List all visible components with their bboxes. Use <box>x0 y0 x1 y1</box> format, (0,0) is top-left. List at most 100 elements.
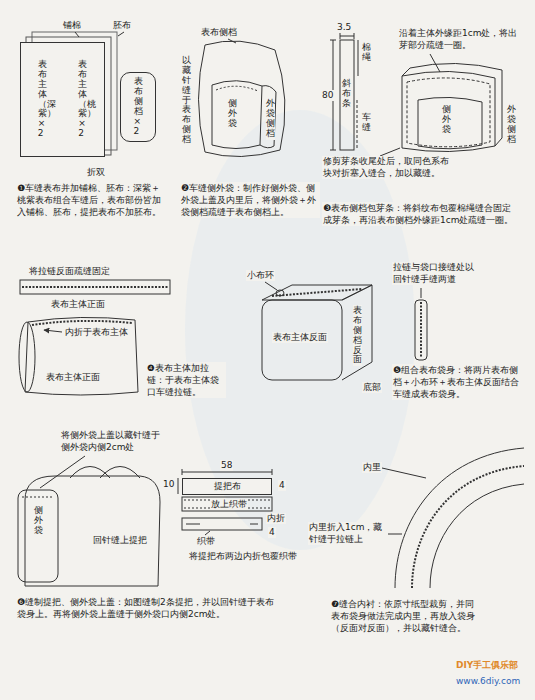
watermark: DIY手工俱乐部 <box>455 660 519 671</box>
part-label: 外袋侧档 <box>507 104 516 146</box>
step2-figure <box>199 39 285 157</box>
step6-figure-stroke <box>18 490 58 582</box>
step7-figure-stroke <box>395 448 524 588</box>
note: 拉链与袋口接缝处以回针缝手缝两道 <box>392 262 479 285</box>
node-text: 提把布 <box>214 481 241 492</box>
step2-figure-stroke <box>212 81 262 149</box>
step5-figure-stroke <box>276 290 284 296</box>
step2-figure-stroke <box>216 86 258 91</box>
step6-figure-stroke <box>178 478 179 494</box>
step7-figure-stroke <box>430 484 524 588</box>
step4-figure-stroke <box>20 280 170 294</box>
part-label: 侧外袋 <box>228 98 237 130</box>
step6-figure-stroke <box>70 467 110 479</box>
part-label: 表布主体正面 <box>45 372 101 383</box>
pattern-piece: 表布主体（深紫）×2 表布主体（桃紫）×2 <box>20 42 105 157</box>
step3-figure-stroke <box>340 33 341 39</box>
dimension: 80 <box>321 90 334 101</box>
part-label: 织带 <box>196 536 216 547</box>
step6-figure-stroke <box>182 497 272 511</box>
step3-figure-stroke <box>340 40 354 150</box>
step5-figure-stroke <box>342 285 372 380</box>
part-label: 侧外袋 <box>34 505 43 537</box>
note: 内折 <box>266 513 286 524</box>
part-label: 表布主体反面 <box>272 332 328 343</box>
step6-figure-stroke <box>22 497 54 498</box>
layer-label: 胚布 <box>112 20 132 31</box>
part-label: 侧外袋 <box>442 104 451 136</box>
step5-figure-stroke <box>272 289 362 296</box>
node-text: 表布主体（桃紫）×2 <box>78 60 87 139</box>
step5-figure-stroke <box>421 288 422 298</box>
step4-figure-stroke <box>32 321 132 325</box>
step7-figure <box>382 448 524 588</box>
note: 沿着主体外缘距1cm处，将出芽部分疏缝一圈。 <box>398 28 525 51</box>
dimension: 3.5 <box>336 22 352 33</box>
step3-figure <box>330 33 502 156</box>
step-caption: ❺组合表布袋身：将两片表布侧档＋小布环＋表布主体反面结合车缝成表布袋身。 <box>392 364 524 400</box>
note: 将拉链反面疏缝固定 <box>28 266 111 277</box>
step3-figure-stroke <box>402 71 495 151</box>
step5-figure-stroke <box>265 282 277 290</box>
step7-figure-stroke <box>382 468 426 478</box>
step6-figure <box>18 456 272 586</box>
step1-figure-stroke <box>118 32 124 36</box>
step7-figure-stroke <box>412 466 524 588</box>
note: 放上织带 <box>210 499 248 510</box>
step5-figure-stroke <box>415 300 427 360</box>
step7-figure-stroke <box>388 534 402 535</box>
step-caption: ❸表布侧档包芽条：将斜纹布包覆棉绳缝合固定成芽条，再沿表布侧档外缘距1cm处疏缝… <box>322 202 519 226</box>
note: 以藏针缝于表布侧档 <box>182 55 191 146</box>
node-text: 表布侧档×2 <box>134 77 143 136</box>
part-label: 棉绳 <box>362 42 371 64</box>
step1-figure-stroke <box>75 32 79 37</box>
dimension: 4 <box>278 480 286 491</box>
step-caption: ❼缝合内衬：依原寸纸型裁剪，并同表布袋身做法完成内里，再放入袋身（反面对反面），… <box>330 598 477 634</box>
step4-figure-stroke <box>19 322 35 392</box>
step3-figure-stroke <box>418 97 482 148</box>
step4-figure-stroke <box>22 286 168 288</box>
step3-figure-stroke <box>358 40 359 76</box>
part-label: 斜布条 <box>342 78 351 110</box>
handle-strip: 提把布 <box>182 478 272 495</box>
note: 内里折入1cm，藏针缝于拉链上 <box>308 522 388 545</box>
step3-figure-stroke <box>340 36 354 37</box>
step3-figure-stroke <box>380 148 400 156</box>
note: 将提把布两边内折包覆织带 <box>188 551 298 562</box>
step-caption: ❷车缝侧外袋：制作好侧外袋、侧外袋上盖及内里后，将侧外袋＋外袋侧档疏缝于表布侧档… <box>180 182 320 218</box>
note: 车缝 <box>362 112 371 134</box>
step6-figure-stroke <box>272 469 273 475</box>
step6-figure-stroke <box>182 469 183 475</box>
step2-figure-stroke <box>228 39 236 43</box>
note: 回针缝上提把 <box>92 535 148 546</box>
dimension: 10 <box>162 479 175 490</box>
dimension: 4 <box>268 527 276 538</box>
step4-figure-stroke <box>44 330 62 332</box>
step6-figure-stroke <box>205 531 210 535</box>
note: 将侧外袋上盖以藏针缝于侧外袋内侧2cm处 <box>60 430 167 453</box>
pattern-piece: 表布侧档×2 <box>120 72 156 142</box>
step3-figure-stroke <box>330 40 336 41</box>
step5-figure-stroke <box>420 302 422 358</box>
step5-figure-stroke <box>262 300 342 380</box>
fold-label: 折双 <box>86 167 106 178</box>
note: 修剪芽条收尾处后，取同色系布块对折塞入缝合，加以藏缝。 <box>322 156 454 179</box>
part-label: 内里 <box>362 462 382 473</box>
dimension: 58 <box>220 460 233 471</box>
step3-figure-stroke <box>407 78 490 147</box>
step3-figure-stroke <box>430 54 440 72</box>
part-label: 表布侧档 <box>200 27 238 38</box>
note: 内折于表布主体 <box>64 327 129 338</box>
node-text: 表布主体（深紫）×2 <box>38 60 47 139</box>
step-caption: ❶车缝表布并加铺棉、胚布：深紫＋桃紫表布组合车缝后，表布部份皆加入铺棉、胚布，提… <box>16 182 168 218</box>
step6-figure-stroke <box>182 472 272 473</box>
watermark: www.6diy.com <box>455 676 521 687</box>
step6-figure-stroke <box>100 467 140 479</box>
step-caption: ❻缝制提把、侧外袋上盖：如图缝制2条提把，并以回针缝于表布袋身上。再将侧外袋上盖… <box>16 596 280 620</box>
layer-label: 铺棉 <box>62 20 82 31</box>
step-caption: ❹表布主体加拉链：于表布主体袋口车缝拉链。 <box>146 362 226 398</box>
part-label: 小布环 <box>246 270 275 281</box>
step4-figure-stroke <box>25 317 138 395</box>
step6-figure-stroke <box>40 456 85 488</box>
